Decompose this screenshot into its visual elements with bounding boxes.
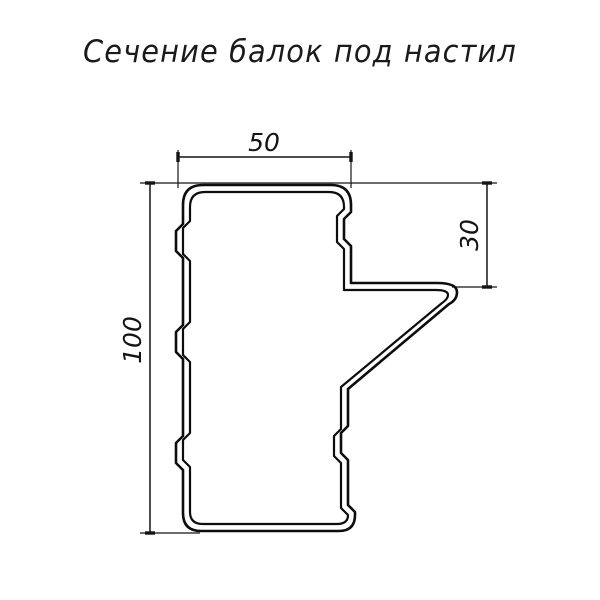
profile-outer-contour [174, 183, 459, 533]
extension-lines [140, 150, 497, 534]
dimension-label-30: 30 [455, 219, 484, 251]
dimension-label-100: 100 [118, 316, 147, 364]
dimension-height-100: 100 [118, 181, 155, 535]
dimension-width-50: 50 [176, 128, 353, 162]
page-title: Сечение балок под настил [83, 34, 517, 70]
beam-profile-section [174, 183, 459, 533]
profile-inner-contour [181, 190, 450, 526]
dimension-label-50: 50 [248, 128, 280, 157]
dimension-arm-30: 30 [455, 181, 492, 289]
